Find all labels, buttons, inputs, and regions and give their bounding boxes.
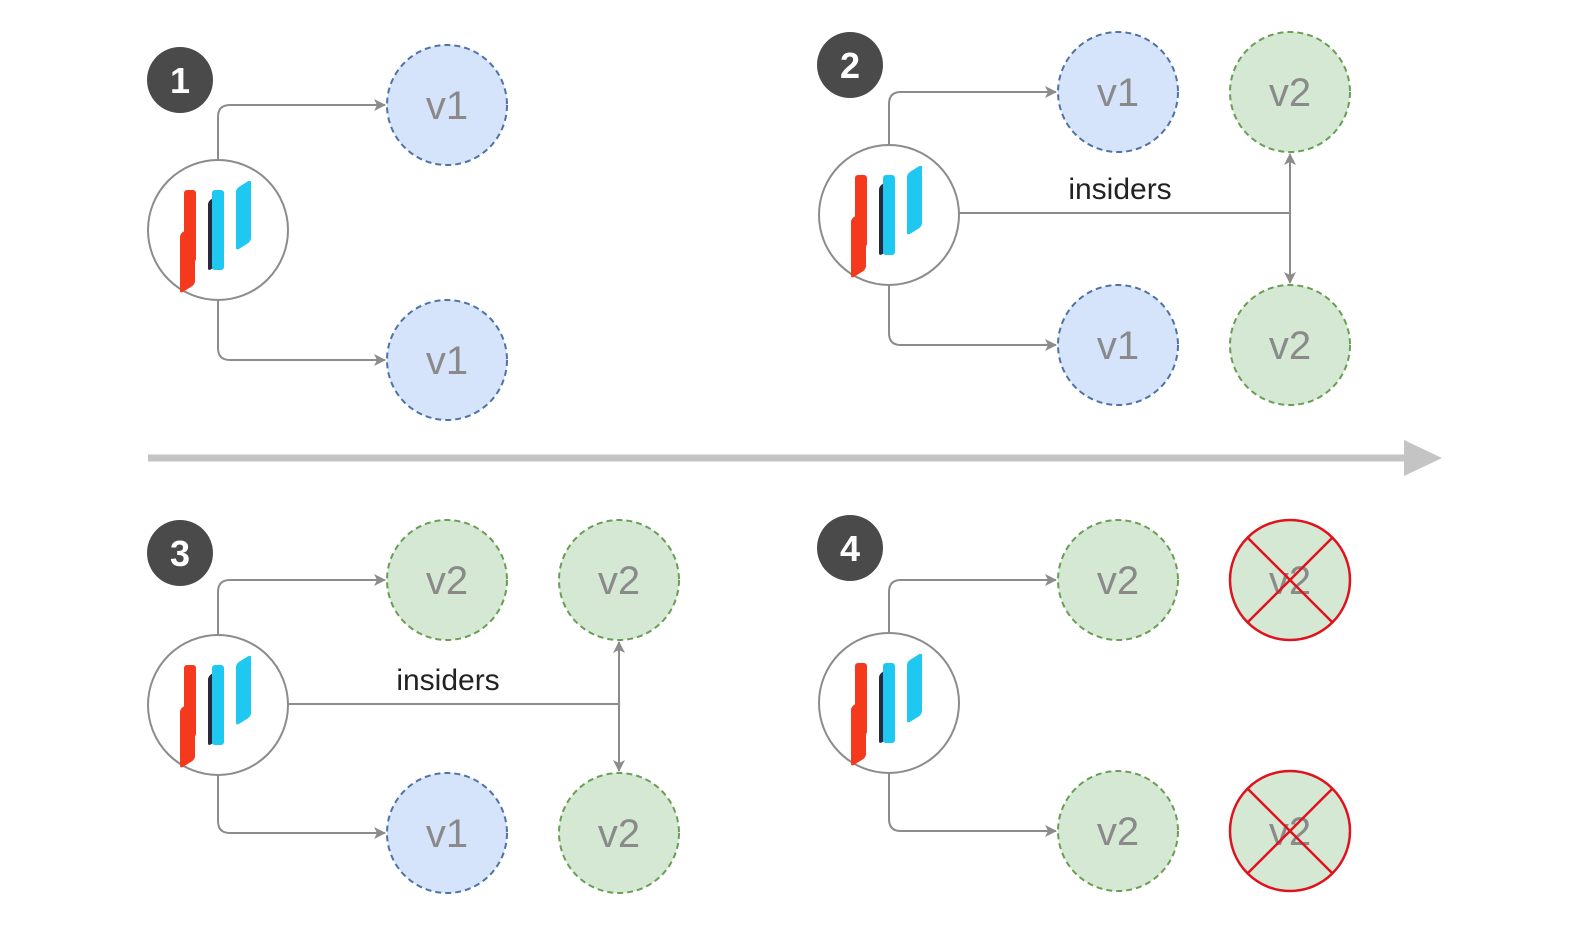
stage-panel-1: v1 v1 1 [147,44,508,421]
version-node-circle [1057,284,1179,406]
stage-panel-3: insiders v2 v2 v1 v2 3 [147,519,680,894]
version-label: v2 [1097,810,1139,854]
version-node-v2: v2 [1229,284,1351,406]
route-connector-bottom [217,775,386,839]
version-node-circle [1229,284,1351,406]
logo-cyan-stripe [907,165,922,235]
version-label: v1 [426,812,468,856]
stage-panel-2: insiders v1 v2 v1 v2 2 [817,31,1351,406]
canary-router-logo-icon [180,655,251,768]
step-badge-circle [817,515,883,581]
logo-cyan-bar [883,175,895,255]
version-node-v2: v2 [1229,31,1351,153]
step-badge: 1 [147,47,213,113]
removed-cross-icon [1228,518,1352,642]
version-node-v2: v2 [1057,770,1179,892]
version-node-circle [386,772,508,894]
canary-router-logo-icon [851,653,922,766]
logo-cyan-bar [883,663,895,743]
route-connector-bottom [217,300,386,366]
route-connector-top [888,86,1057,145]
version-label: v2 [1269,324,1311,368]
step-badge-circle [147,47,213,113]
canary-router-logo-icon [180,180,251,293]
route-connector-bottom [888,773,1057,837]
removed-ring [1228,769,1352,893]
version-node-v1: v1 [386,299,508,421]
route-connector-top [217,99,386,160]
route-connector-bottom [888,285,1057,351]
version-label: v1 [426,84,468,128]
logo-cyan-bar [212,190,224,270]
version-label: v2 [1097,559,1139,603]
route-connector-top [217,574,386,635]
version-label: v2 [598,559,640,603]
version-node-v2: v2 [1228,518,1352,642]
step-number: 1 [170,60,190,101]
stage-panel-4: v2 v2 v2 v2 4 [817,515,1352,893]
version-node-v2: v2 [386,519,508,641]
version-node-circle [1229,31,1351,153]
version-node-circle [558,519,680,641]
step-badge: 4 [817,515,883,581]
route-connector-top [888,574,1057,633]
version-node-circle [1057,519,1179,641]
step-badge-circle [817,32,883,98]
version-label: v1 [426,339,468,383]
logo-cyan-stripe [236,180,251,250]
version-node-circle [1057,770,1179,892]
version-label: v2 [1269,71,1311,115]
version-label: v1 [1097,71,1139,115]
version-node-v2: v2 [1228,769,1352,893]
version-node-v1: v1 [1057,284,1179,406]
version-node-v1: v1 [386,44,508,166]
removed-line [1246,787,1334,875]
version-label: v2 [426,559,468,603]
version-node-v2: v2 [558,519,680,641]
version-node-circle [386,519,508,641]
canary-router-logo-icon [851,165,922,278]
step-badge: 2 [817,32,883,98]
removed-cross-icon [1228,769,1352,893]
version-node-circle [558,772,680,894]
step-number: 3 [170,533,190,574]
logo-red-bar [184,190,196,262]
timeline-arrowhead [1404,440,1442,476]
insiders-route-label: insiders [396,664,499,697]
logo-red-bar [184,665,196,737]
logo-cyan-bar [212,665,224,745]
step-badge: 3 [147,520,213,586]
logo-red-bar [855,663,867,735]
removed-ring [1228,518,1352,642]
step-number: 2 [840,45,860,86]
version-node-v2: v2 [1057,519,1179,641]
version-node-circle [1057,31,1179,153]
removed-line [1246,536,1334,624]
logo-red-bar [855,175,867,247]
version-node-v1: v1 [1057,31,1179,153]
version-label: v1 [1097,324,1139,368]
version-label: v2 [598,812,640,856]
logo-cyan-stripe [907,653,922,723]
version-node-v1: v1 [386,772,508,894]
version-node-v2: v2 [558,772,680,894]
step-number: 4 [840,528,860,569]
version-node-circle [386,299,508,421]
timeline-arrow [148,440,1442,476]
logo-cyan-stripe [236,655,251,725]
version-node-circle [386,44,508,166]
insiders-route-label: insiders [1068,173,1171,206]
step-badge-circle [147,520,213,586]
